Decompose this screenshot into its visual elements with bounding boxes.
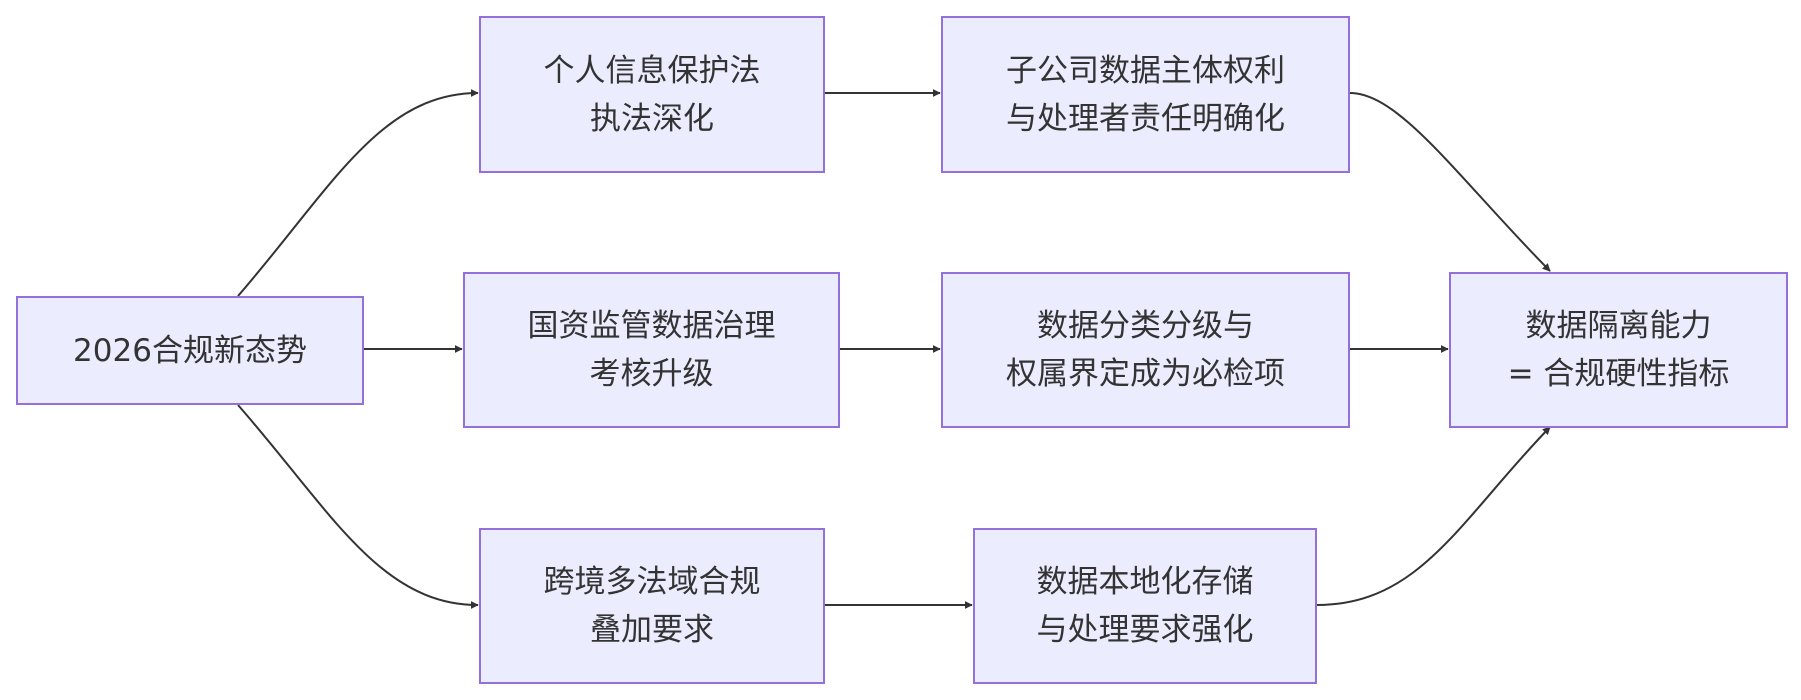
node-label-line: 数据本地化存储 [1036, 564, 1254, 600]
edge-rights-to-result [1349, 92, 1551, 272]
node-label-line: 数据隔离能力 [1525, 308, 1712, 344]
node-label-line: 数据分类分级与 [1037, 308, 1254, 344]
node-label-line: 跨境多法域合规 [543, 564, 761, 600]
node-label-line: 2026合规新态势 [73, 332, 307, 369]
node-label-line: 执法深化 [590, 100, 714, 137]
node-sasac-data-governance: 国资监管数据治理 考核升级 [463, 272, 840, 428]
node-cross-border-compliance: 跨境多法域合规 叠加要求 [479, 528, 825, 684]
node-label-line: 个人信息保护法 [543, 52, 761, 89]
node-label-line: = 合规硬性指标 [1507, 356, 1730, 392]
node-data-localization: 数据本地化存储 与处理要求强化 [973, 528, 1317, 684]
node-label-line: 叠加要求 [590, 612, 714, 648]
node-data-classification: 数据分类分级与 权属界定成为必检项 [941, 272, 1350, 428]
node-2026-compliance-trend: 2026合规新态势 [16, 296, 364, 405]
node-label-line: 权属界定成为必检项 [1006, 356, 1285, 392]
node-data-subject-rights: 子公司数据主体权利 与处理者责任明确化 [941, 16, 1350, 173]
node-label-line: 考核升级 [589, 356, 714, 392]
node-label-line: 与处理要求强化 [1036, 612, 1254, 648]
node-label-line: 与处理者责任明确化 [1006, 100, 1285, 137]
node-label-line: 子公司数据主体权利 [1006, 52, 1285, 89]
node-data-isolation-result: 数据隔离能力 = 合规硬性指标 [1449, 272, 1788, 428]
edge-root-to-pipl [237, 89, 479, 297]
node-label-line: 国资监管数据治理 [527, 308, 776, 344]
edge-localize-to-result [1316, 426, 1551, 606]
edge-root-to-crossborder [237, 404, 479, 609]
node-pipl-enforcement: 个人信息保护法 执法深化 [479, 16, 825, 173]
